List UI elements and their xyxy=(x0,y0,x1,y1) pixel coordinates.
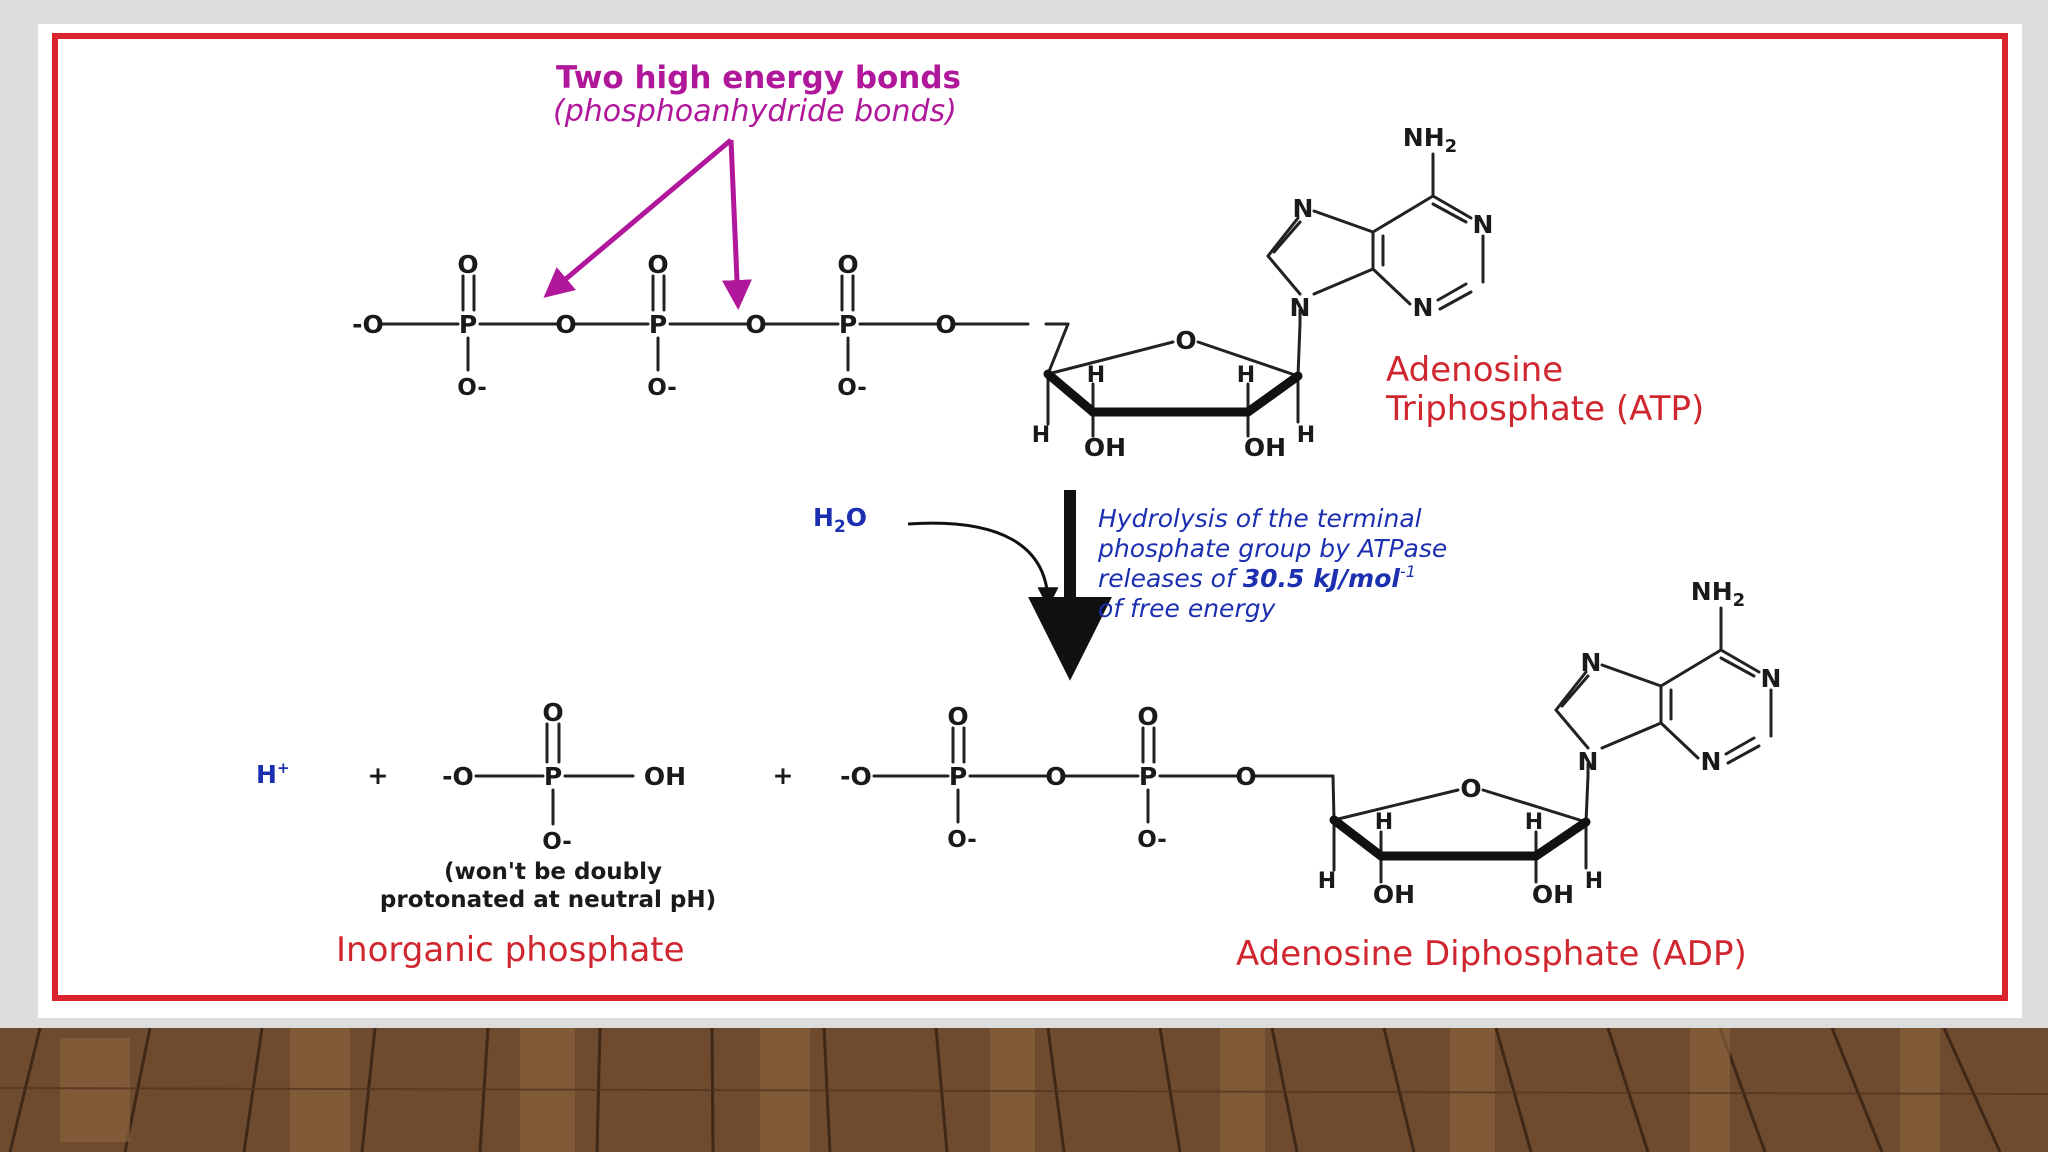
hydrolysis-line4: of free energy xyxy=(1098,594,1277,623)
water-label: H2O xyxy=(813,503,867,537)
plus-sign-1: + xyxy=(368,761,389,790)
pi-note-line2: protonated at neutral pH) xyxy=(380,887,716,913)
adp-adenine-n7: N xyxy=(1581,648,1602,677)
atp-adenine-n9: N xyxy=(1290,293,1311,322)
atp-adenine-n3: N xyxy=(1413,293,1434,322)
adp-bridge-o2: O xyxy=(1235,762,1256,791)
atp-o-minus-terminal: -O xyxy=(352,310,384,339)
atp-bridge-o2: O xyxy=(745,310,766,339)
atp-p1-ominus: O- xyxy=(457,375,487,401)
atp-p3-ominus: O- xyxy=(837,375,867,401)
pi-minus-o: -O xyxy=(442,762,474,791)
adp-adenine-n3: N xyxy=(1701,747,1722,776)
inorganic-phosphate: -O P O OH O- (won't be doubly protonated… xyxy=(380,698,716,913)
adp-ring-h2: H xyxy=(1525,810,1543,835)
atp-ring-h4: H xyxy=(1297,423,1315,448)
proton: H+ xyxy=(256,759,290,789)
pi-o-minus: O- xyxy=(542,829,572,855)
atp-ring-o: O xyxy=(1175,326,1196,355)
adp-ribose-oh2: OH xyxy=(1532,880,1574,909)
adp-ring-h4: H xyxy=(1585,869,1603,894)
annotation-title: Two high energy bonds xyxy=(556,60,961,96)
atp-p2: P xyxy=(649,310,667,339)
atp-label-line1: Adenosine xyxy=(1386,350,1563,390)
adp-label: Adenosine Diphosphate (ADP) xyxy=(1236,934,1747,974)
atp-ribose-oh2: OH xyxy=(1244,433,1286,462)
plus-sign-2: + xyxy=(773,761,794,790)
wood-floor xyxy=(0,1028,2048,1152)
adp-nh2: NH2 xyxy=(1691,577,1745,611)
adp-molecule: -O P O P O O O O- O- xyxy=(840,577,1781,909)
atp-label-line2: Triphosphate (ATP) xyxy=(1385,389,1704,429)
adp-ring-h1: H xyxy=(1375,810,1393,835)
hydrolysis-line2: phosphate group by ATPase xyxy=(1097,534,1447,563)
atp-p2-oxo: O xyxy=(647,250,668,279)
atp-ring-h2: H xyxy=(1237,363,1255,388)
annotation-subtitle: (phosphoanhydride bonds) xyxy=(553,94,957,129)
atp-molecule: -O P O P O P O O O O O- O- O- xyxy=(352,123,1704,462)
hydrolysis-line1: Hydrolysis of the terminal xyxy=(1098,504,1422,533)
atp-adenine-n1: N xyxy=(1473,210,1494,239)
adp-p2: P xyxy=(1139,762,1157,791)
atp-p2-ominus: O- xyxy=(647,375,677,401)
adp-p1-oxo: O xyxy=(947,702,968,731)
adp-adenine-n9: N xyxy=(1578,747,1599,776)
annotation-arrows xyxy=(543,138,752,310)
pi-oh: OH xyxy=(644,762,686,791)
pi-oxo: O xyxy=(542,698,563,727)
atp-bridge-o3: O xyxy=(935,310,956,339)
adp-p2-ominus: O- xyxy=(1137,827,1167,853)
adp-p1-ominus: O- xyxy=(947,827,977,853)
atp-p1: P xyxy=(459,310,477,339)
atp-nh2: NH2 xyxy=(1403,123,1457,157)
atp-p3-oxo: O xyxy=(837,250,858,279)
adp-p2-oxo: O xyxy=(1137,702,1158,731)
adp-minus-o: -O xyxy=(840,762,872,791)
atp-p3: P xyxy=(839,310,857,339)
atp-adenine-n7: N xyxy=(1293,194,1314,223)
pi-p: P xyxy=(544,762,562,791)
water-curved-arrow xyxy=(907,521,1059,609)
atp-ring-h3: H xyxy=(1032,423,1050,448)
hydrolysis-text: Hydrolysis of the terminal phosphate gro… xyxy=(1097,504,1447,623)
adp-bridge-o1: O xyxy=(1045,762,1066,791)
pi-note-line1: (won't be doubly xyxy=(444,859,662,885)
hydrolysis-line3: releases of 30.5 kJ/mol-1 xyxy=(1098,562,1416,593)
red-frame xyxy=(52,33,2008,1001)
slide-card: Two high energy bonds (phosphoanhydride … xyxy=(38,24,2022,1018)
atp-ribose-oh1: OH xyxy=(1084,433,1126,462)
adp-adenine-n1: N xyxy=(1761,664,1782,693)
atp-ring-h1: H xyxy=(1087,363,1105,388)
adp-p1: P xyxy=(949,762,967,791)
atp-p1-oxo: O xyxy=(457,250,478,279)
adp-ring-o: O xyxy=(1460,774,1481,803)
atp-bridge-o1: O xyxy=(555,310,576,339)
adp-ribose-oh1: OH xyxy=(1373,880,1415,909)
adp-ring-h3: H xyxy=(1318,869,1336,894)
atp-hydrolysis-diagram: Two high energy bonds (phosphoanhydride … xyxy=(52,33,2008,1001)
inorganic-phosphate-label: Inorganic phosphate xyxy=(336,930,685,970)
